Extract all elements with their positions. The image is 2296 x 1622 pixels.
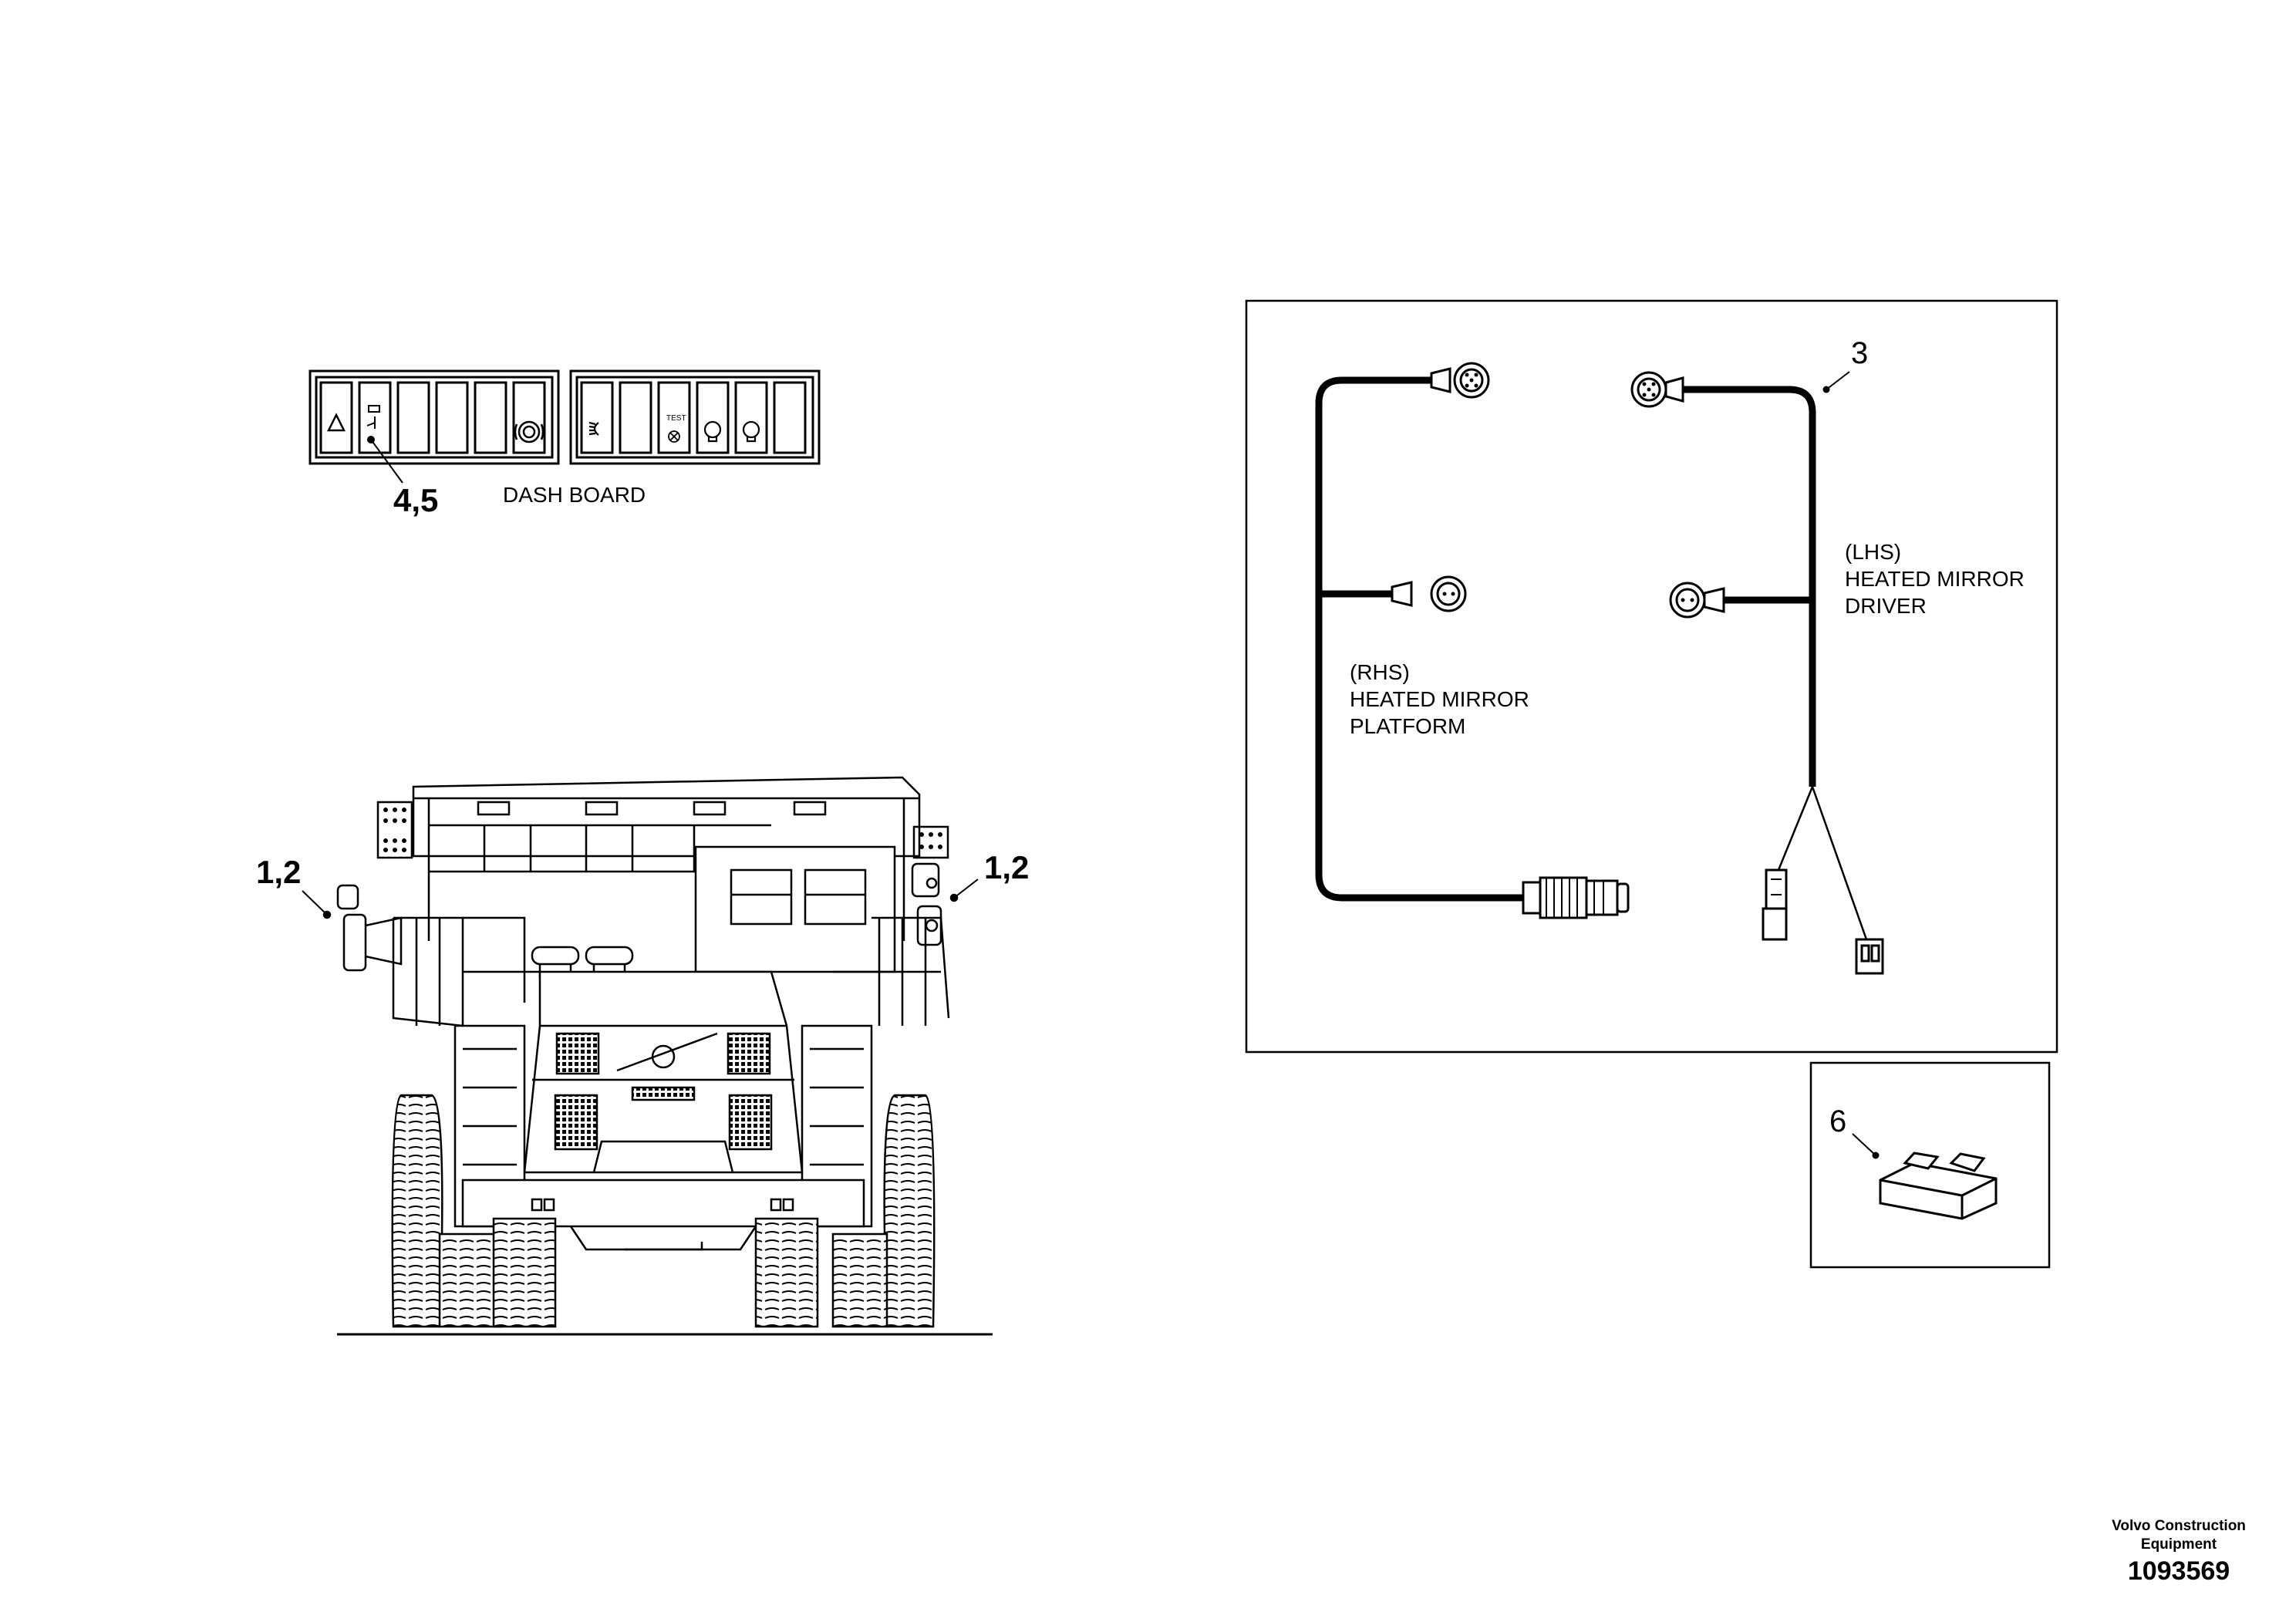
callout-1-2-left: 1,2	[256, 854, 302, 890]
relay-component	[1879, 1152, 1998, 1220]
truck-front-illustration	[302, 776, 993, 1336]
lhs-label: (LHS) HEATED MIRROR DRIVER	[1845, 538, 2025, 619]
illustration-number: 1093569	[2127, 1556, 2230, 1586]
rhs-label-line-1: (RHS)	[1350, 660, 1410, 684]
connector-rhs-plug	[1522, 876, 1630, 919]
bulb-icon	[703, 420, 722, 443]
dashboard-panel-right	[569, 369, 821, 465]
rhs-label-line-3: PLATFORM	[1350, 714, 1466, 738]
footer-brand: Volvo Construction Equipment	[2075, 1517, 2283, 1554]
leader-line-6	[1852, 1133, 1876, 1156]
connector-lhs-middle	[1669, 582, 1725, 619]
rhs-label-line-2: HEATED MIRROR	[1350, 687, 1529, 711]
dashboard-panel-left	[308, 369, 560, 465]
connector-rhs-top	[1430, 362, 1490, 399]
mirror-left-illustration	[336, 884, 403, 972]
harness-box	[1245, 299, 2058, 1054]
footer-brand-line-1: Volvo Construction	[2112, 1518, 2246, 1534]
harness-rhs-trunk	[1315, 376, 1523, 902]
callout-1-2-right: 1,2	[984, 849, 1030, 885]
lhs-label-line-2: HEATED MIRROR	[1845, 567, 2025, 591]
footer-brand-line-2: Equipment	[2140, 1536, 2217, 1553]
connector-rhs-middle	[1391, 575, 1467, 612]
tyre-group	[391, 1094, 936, 1328]
leader-line-4-5	[370, 439, 403, 484]
leader-line-1-2-left	[302, 890, 328, 916]
lhs-label-line-3: DRIVER	[1845, 594, 1927, 618]
relay-box	[1809, 1061, 2051, 1269]
dashboard-caption: DASH BOARD	[503, 483, 646, 507]
leader-line-1-2-right	[953, 878, 979, 899]
lhs-label-line-1: (LHS)	[1845, 540, 1902, 564]
brake-circle-icon	[514, 420, 544, 443]
harness-lhs-trunk	[1674, 386, 1816, 787]
bulb-icon	[742, 420, 760, 443]
test-lamp-text: TEST	[666, 414, 686, 423]
dashboard-illustration	[308, 369, 821, 484]
callout-4-5: 4,5	[393, 482, 439, 518]
connector-lhs-terminal	[1762, 868, 1788, 941]
leader-line-3	[1826, 371, 1850, 390]
headlight-icon	[588, 421, 599, 436]
mirror-right-illustration	[911, 862, 942, 946]
callout-3: 3	[1851, 336, 1869, 370]
test-lamp-icon	[668, 430, 680, 443]
connector-lhs-block	[1855, 938, 1884, 975]
callout-6: 6	[1829, 1104, 1847, 1138]
rear-wiper-icon	[366, 405, 380, 429]
warning-triangle-icon	[326, 413, 346, 432]
connector-lhs-top	[1630, 371, 1684, 408]
rhs-label: (RHS) HEATED MIRROR PLATFORM	[1350, 659, 1529, 740]
